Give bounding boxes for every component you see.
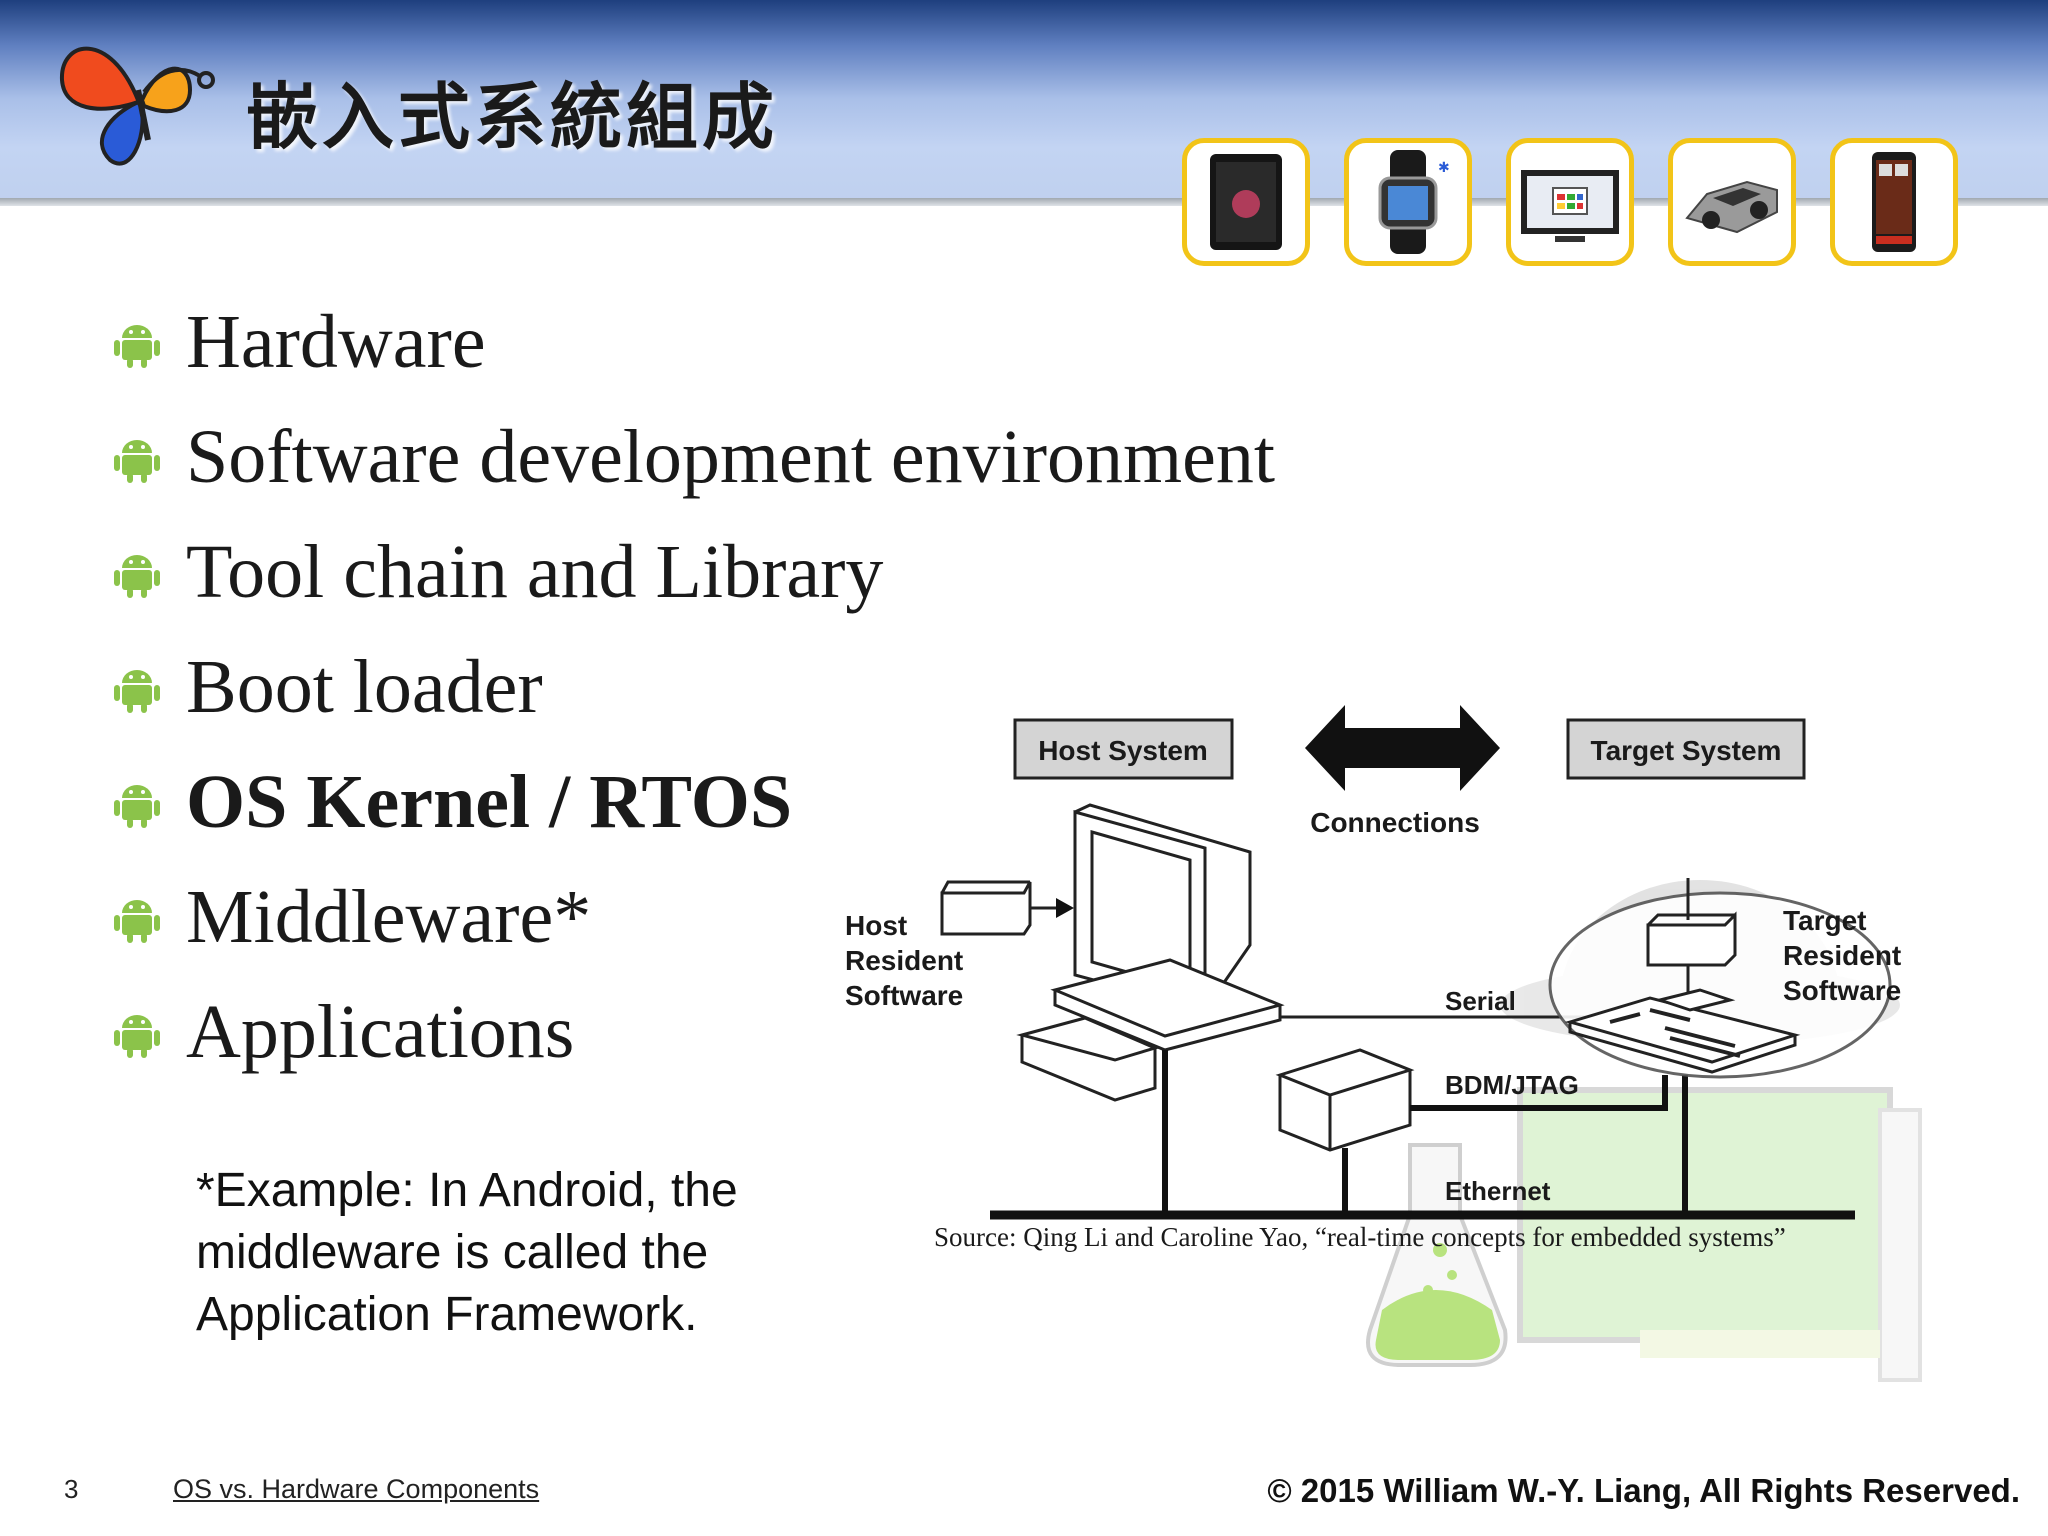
- device-tile-tv: [1506, 138, 1634, 266]
- double-arrow-icon: [1305, 705, 1500, 791]
- note-line-1: *Example: In Android, the: [196, 1164, 738, 1217]
- target-resident-line-1: Target: [1783, 905, 1867, 936]
- bullet-text-applications: Applications: [186, 990, 575, 1074]
- target-board-icon: [1564, 988, 1801, 1074]
- device-tile-tablet: [1182, 138, 1310, 266]
- target-resident-line-2: Resident: [1783, 940, 1901, 971]
- host-system-box: [1013, 718, 1234, 780]
- host-target-diagram: Host System Target System Connections Ho…: [845, 705, 1922, 1382]
- debug-box-icon: [1275, 1048, 1415, 1152]
- android-bullet-icon: [114, 1014, 160, 1058]
- bullet-text-toolchain: Tool chain and Library: [186, 530, 884, 614]
- host-resident-line-1: Host: [845, 910, 907, 941]
- target-system-box: [1566, 718, 1806, 780]
- host-computer-icon: [1016, 803, 1285, 1102]
- bullet-item: Software development environment: [110, 400, 1275, 515]
- target-resident-label: Target Resident Software: [1783, 905, 1909, 1006]
- source-citation: Source: Qing Li and Caroline Yao, “real-…: [934, 1222, 1786, 1252]
- note-line-2: middleware is called the: [196, 1226, 709, 1279]
- car-icon: [1685, 180, 1778, 234]
- android-bullet-icon: [114, 669, 160, 713]
- ethernet-label: Ethernet: [1445, 1176, 1551, 1206]
- butterfly-logo-icon: [59, 46, 215, 166]
- example-note: *Example: In Android, the middleware is …: [196, 1160, 836, 1346]
- smartwatch-icon: ✱: [1378, 150, 1450, 254]
- serial-label: Serial: [1445, 986, 1516, 1016]
- bdm-jtag-label: BDM/JTAG: [1445, 1070, 1579, 1100]
- target-system-label: Target System: [1591, 735, 1782, 766]
- bullet-item: Middleware*: [110, 860, 1275, 975]
- host-resident-label: Host Resident Software: [845, 910, 971, 1011]
- bullet-item: Boot loader: [110, 630, 1275, 745]
- bullet-text-middleware: Middleware*: [186, 875, 592, 959]
- bullet-text-bootloader: Boot loader: [186, 645, 543, 729]
- bullet-text-software-dev: Software development environment: [186, 415, 1276, 499]
- bullet-text-os-kernel: OS Kernel / RTOS: [186, 760, 793, 844]
- flask-icon: [1366, 1143, 1508, 1367]
- device-tile-phone: [1830, 138, 1958, 266]
- svg-text:✱: ✱: [1438, 160, 1450, 176]
- android-bullet-icon: [114, 324, 160, 368]
- smart-tv-icon: [1521, 170, 1619, 242]
- bullet-text-hardware: Hardware: [186, 300, 486, 384]
- tablet-icon: [1210, 154, 1282, 250]
- bullet-item: Tool chain and Library: [110, 515, 1275, 630]
- note-line-3: Application Framework.: [196, 1288, 698, 1341]
- copyright-notice: © 2015 William W.-Y. Liang, All Rights R…: [1267, 1472, 2020, 1509]
- bullet-item: Hardware: [110, 285, 1275, 400]
- bdm-jtag-line: [1410, 1075, 1668, 1111]
- bullet-list: Hardware Software development environmen…: [110, 285, 1275, 1090]
- device-tile-car: [1668, 138, 1796, 266]
- host-resident-line-2: Resident: [845, 945, 963, 976]
- target-resident-line-3: Software: [1783, 975, 1901, 1006]
- android-bullet-icon: [114, 439, 160, 483]
- slide-title: 嵌入式系統組成: [246, 75, 779, 159]
- bullet-item: Applications: [110, 975, 1275, 1090]
- device-tile-watch: ✱: [1344, 138, 1472, 266]
- page-number: 3: [64, 1474, 79, 1504]
- android-bullet-icon: [114, 899, 160, 943]
- host-system-label: Host System: [1038, 735, 1208, 766]
- footer-link[interactable]: OS vs. Hardware Components: [173, 1474, 540, 1504]
- smartphone-icon: [1872, 152, 1916, 252]
- android-bullet-icon: [114, 784, 160, 828]
- header-divider: [0, 198, 2048, 206]
- android-bullet-icon: [114, 554, 160, 598]
- bullet-item: OS Kernel / RTOS: [110, 745, 1275, 860]
- host-resident-line-3: Software: [845, 980, 963, 1011]
- connections-label: Connections: [1310, 807, 1480, 838]
